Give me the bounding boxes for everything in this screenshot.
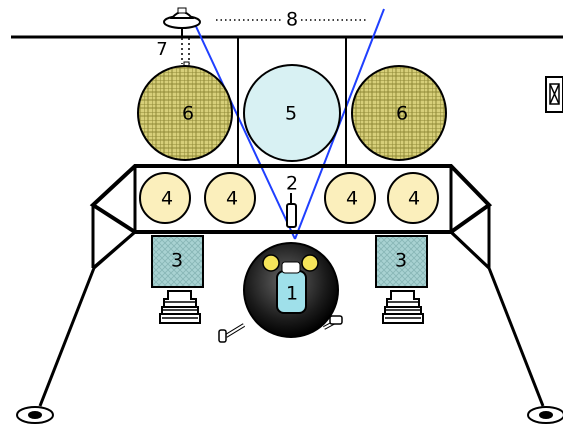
cockpit: 1 [243, 242, 339, 338]
leg-right [449, 230, 545, 407]
antenna-label: 2 [286, 173, 298, 195]
antenna: 2 [286, 173, 298, 228]
side-tank-right: 6 [351, 65, 447, 161]
fuel-tank-2-label: 4 [226, 188, 238, 210]
fuel-tank-3: 4 [324, 172, 376, 224]
fuel-tank-3-label: 4 [346, 188, 358, 210]
fuel-tank-1-label: 4 [161, 188, 173, 210]
cable-label: 8 [286, 9, 298, 31]
center-tank: 5 [243, 64, 341, 162]
beacon-icon [163, 7, 201, 37]
thruster-right [382, 290, 424, 324]
cockpit-arm-right [323, 315, 343, 330]
fuel-tank-4-label: 4 [408, 188, 420, 210]
foot-left-icon [16, 406, 54, 424]
block-left: 3 [151, 235, 204, 288]
block-left-label: 3 [171, 250, 183, 272]
block-right-label: 3 [395, 250, 407, 272]
panel-icon [545, 76, 563, 113]
thruster-left [159, 290, 201, 324]
side-tank-left: 6 [137, 65, 233, 161]
side-tank-left-label: 6 [182, 103, 194, 125]
mast: 7 [156, 38, 190, 69]
side-tank-right-label: 6 [396, 103, 408, 125]
cockpit-arm-left [218, 323, 246, 343]
fuel-tank-2: 4 [204, 172, 256, 224]
leg-left [38, 230, 136, 407]
cockpit-label: 1 [286, 283, 298, 305]
block-right: 3 [375, 235, 428, 288]
mast-label: 7 [156, 39, 167, 60]
fuel-tank-4: 4 [387, 172, 439, 224]
foot-right-icon [527, 406, 563, 424]
fuel-tank-1: 4 [139, 172, 191, 224]
center-tank-label: 5 [285, 103, 297, 125]
cable-line: 8 [216, 9, 366, 31]
